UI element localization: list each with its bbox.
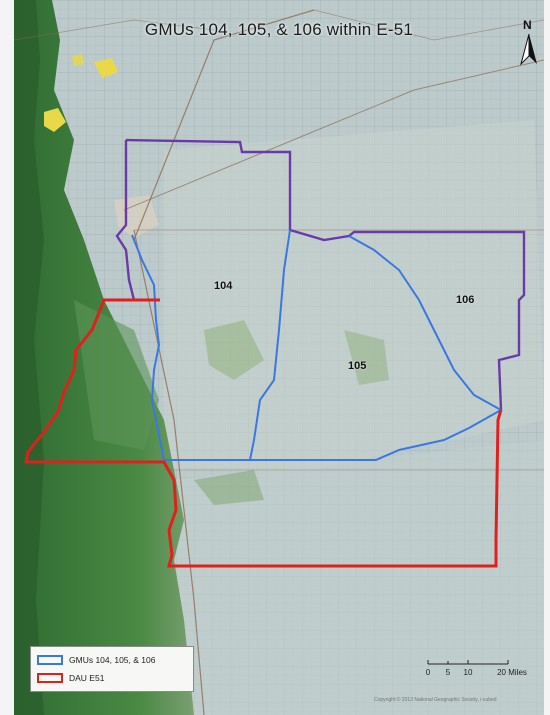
terrain-patch — [164, 120, 544, 470]
road — [313, 9, 544, 41]
legend-item-gmu: GMUs 104, 105, & 106 — [37, 655, 155, 665]
urban-area — [72, 54, 84, 66]
scale-tick-5: 5 — [445, 668, 451, 677]
gmu-outer-boundary — [125, 138, 526, 411]
map-credit: Copyright:© 2013 National Geographic Soc… — [374, 697, 497, 703]
vegetation-patch — [194, 470, 264, 505]
legend-swatch-dau — [37, 673, 63, 683]
scale-tick-10: 10 — [463, 668, 473, 677]
mountain-ridge — [14, 0, 44, 715]
foothills — [74, 300, 159, 450]
map-frame: GMUs 104, 105, & 106 within E-51 N 104 1… — [14, 0, 544, 715]
gmu-105-106-divide — [348, 235, 502, 411]
road — [123, 59, 544, 211]
legend-swatch-gmu — [37, 655, 63, 665]
gmu-105-label: 105 — [348, 360, 367, 372]
legend-label-dau: DAU E51 — [69, 673, 105, 683]
map-legend: GMUs 104, 105, & 106 DAU E51 — [30, 646, 194, 692]
terrain-patch — [174, 440, 544, 715]
north-label: N — [523, 18, 532, 32]
urban-area — [44, 108, 66, 132]
gmu-104-label: 104 — [214, 280, 233, 292]
road — [133, 9, 315, 241]
scale-bar-graphic — [427, 660, 509, 665]
gmu-outer-boundary — [115, 140, 136, 301]
gmu-104-105-divide — [249, 229, 291, 461]
north-arrow-icon — [520, 33, 537, 66]
dau-e51-boundary — [24, 298, 503, 568]
legend-item-dau: DAU E51 — [37, 673, 104, 683]
legend-label-gmu: GMUs 104, 105, & 106 — [69, 655, 156, 665]
road — [133, 229, 205, 715]
road — [14, 19, 215, 41]
scale-tick-20: 20 Miles — [497, 668, 527, 677]
map-title: GMUs 104, 105, & 106 within E-51 — [144, 20, 414, 39]
urban-area — [94, 58, 118, 78]
vegetation-patch — [344, 330, 389, 385]
scale-tick-0: 0 — [425, 668, 431, 677]
map-canvas[interactable] — [14, 0, 544, 715]
vegetation-patch — [204, 320, 264, 380]
scale-bar: 0 5 10 20 Miles — [422, 656, 527, 690]
gmu-boundary — [131, 234, 502, 461]
gmu-106-label: 106 — [456, 294, 475, 306]
